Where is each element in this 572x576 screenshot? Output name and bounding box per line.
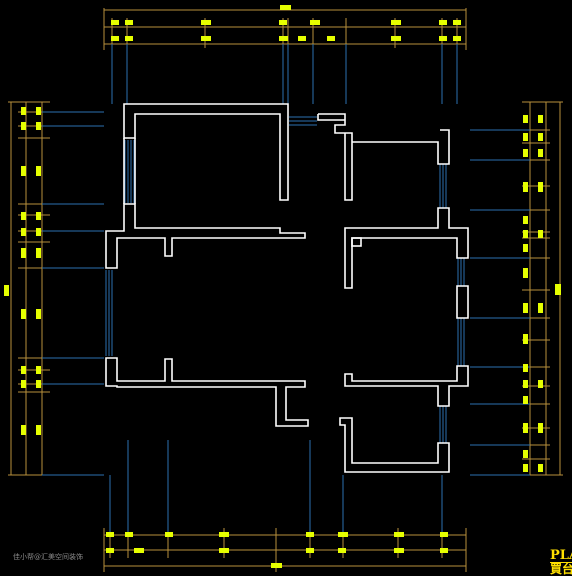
watermark: 佳小帮@汇美空间装饰 (13, 553, 83, 561)
plan-title-block: PLA 買台 (550, 549, 572, 576)
walls (105, 103, 469, 473)
plan-title-subheading: 買台 (550, 562, 572, 576)
dimension-tags (4, 5, 561, 568)
plan-title-rule (550, 562, 572, 563)
axis-lines (42, 44, 530, 535)
plan-title-heading: PLA (550, 549, 572, 563)
